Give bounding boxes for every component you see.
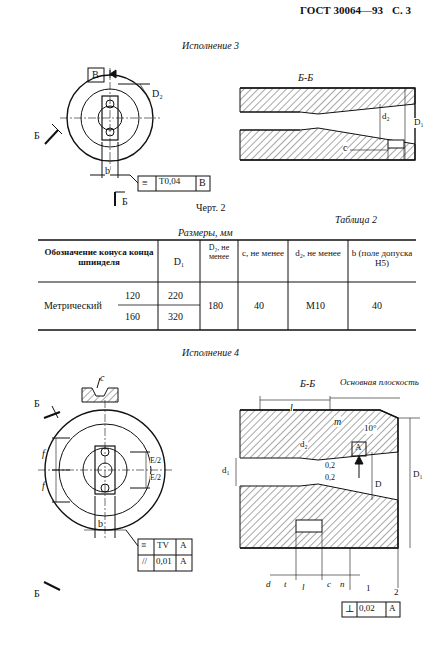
- drawing-label: 320: [168, 311, 183, 322]
- drawing-label: ≡: [141, 541, 146, 551]
- drawing-label: Размеры, мм: [178, 227, 233, 238]
- drawing-label: 1: [366, 584, 371, 594]
- drawing-label: Исполнение 4: [182, 347, 239, 358]
- drawing-label: l: [290, 402, 293, 413]
- drawing-label: D₁: [413, 470, 423, 480]
- drawing-label: d₂: [300, 440, 308, 450]
- drawing-label: t: [284, 580, 287, 590]
- drawing-label: f: [42, 480, 45, 491]
- drawing-label: E/2: [150, 457, 161, 466]
- drawing-label: Исполнение 3: [182, 40, 239, 51]
- drawing-label: 0,2: [325, 474, 335, 483]
- drawing-label: d₂: [382, 112, 390, 122]
- drawing-label: В: [199, 177, 206, 188]
- drawing-label: d₂, не менее: [288, 249, 348, 259]
- drawing-label: ≡: [142, 177, 148, 188]
- drawing-label: f: [42, 448, 45, 459]
- drawing-label: с: [100, 372, 104, 383]
- drawing-label: 180: [208, 300, 223, 311]
- drawing-label: //: [142, 557, 147, 567]
- drawing-label: l: [302, 583, 305, 593]
- drawing-label: D₁: [158, 256, 200, 267]
- drawing-label: b: [98, 518, 103, 529]
- drawing-label: D₂: [152, 88, 163, 99]
- drawing-label: 160: [125, 311, 140, 322]
- drawing-label: E/2: [150, 474, 161, 483]
- drawing-label: С. 3: [392, 4, 411, 16]
- drawing-label: 0,2: [325, 462, 335, 471]
- drawing-label: с, не менее: [238, 249, 288, 259]
- drawing-label: 10°: [364, 424, 377, 434]
- drawing-label: с: [343, 142, 347, 153]
- drawing-label: D₂, не менее: [200, 244, 238, 262]
- drawing-label: d₁: [222, 466, 230, 476]
- drawing-label: b: [105, 165, 110, 176]
- drawing-label: 40: [254, 300, 264, 311]
- drawing-label: 2: [394, 588, 399, 598]
- drawing-label: D₁: [414, 118, 424, 128]
- drawing-label: Метрический: [44, 300, 102, 311]
- drawing-label: Таблица 2: [335, 214, 377, 225]
- drawing-label: 120: [125, 290, 140, 301]
- drawing-label: 40: [372, 300, 382, 311]
- drawing-label: Б: [34, 398, 40, 409]
- drawing-label: В: [92, 69, 99, 80]
- drawing-label: 0,01: [156, 557, 172, 567]
- drawing-label: А: [180, 541, 187, 551]
- drawing-label: А: [355, 443, 362, 453]
- drawing-label: Б: [122, 196, 128, 207]
- drawing-label: Черт. 2: [196, 202, 225, 213]
- drawing-label: m: [334, 416, 341, 427]
- drawing-label: Обозначение конуса конца шпинделя: [40, 248, 158, 268]
- drawing-label: n: [340, 580, 345, 590]
- drawing-label: ⊥: [345, 603, 354, 614]
- drawing-label: Б-Б: [298, 72, 313, 83]
- drawing-label: Б: [34, 588, 40, 599]
- drawing-label: 0,02: [359, 604, 375, 614]
- drawing-label: А: [180, 557, 187, 567]
- drawing-label: TV: [157, 541, 169, 551]
- drawing-label: D: [375, 480, 382, 490]
- drawing-label: А: [389, 604, 396, 614]
- drawing-label: M10: [306, 300, 325, 311]
- drawing-label: Б: [34, 130, 40, 141]
- drawing-label: b (поле допуска H5): [348, 249, 416, 269]
- drawing-label: d: [266, 580, 271, 590]
- drawing-label: 220: [168, 290, 183, 301]
- drawing-label: Основная плоскость: [340, 378, 404, 388]
- drawing-label: c: [327, 580, 331, 590]
- drawing-label: Т0,04: [159, 177, 180, 187]
- drawing-label: Б-Б: [300, 378, 315, 389]
- drawing-label: ГОСТ 30064—93: [300, 4, 383, 16]
